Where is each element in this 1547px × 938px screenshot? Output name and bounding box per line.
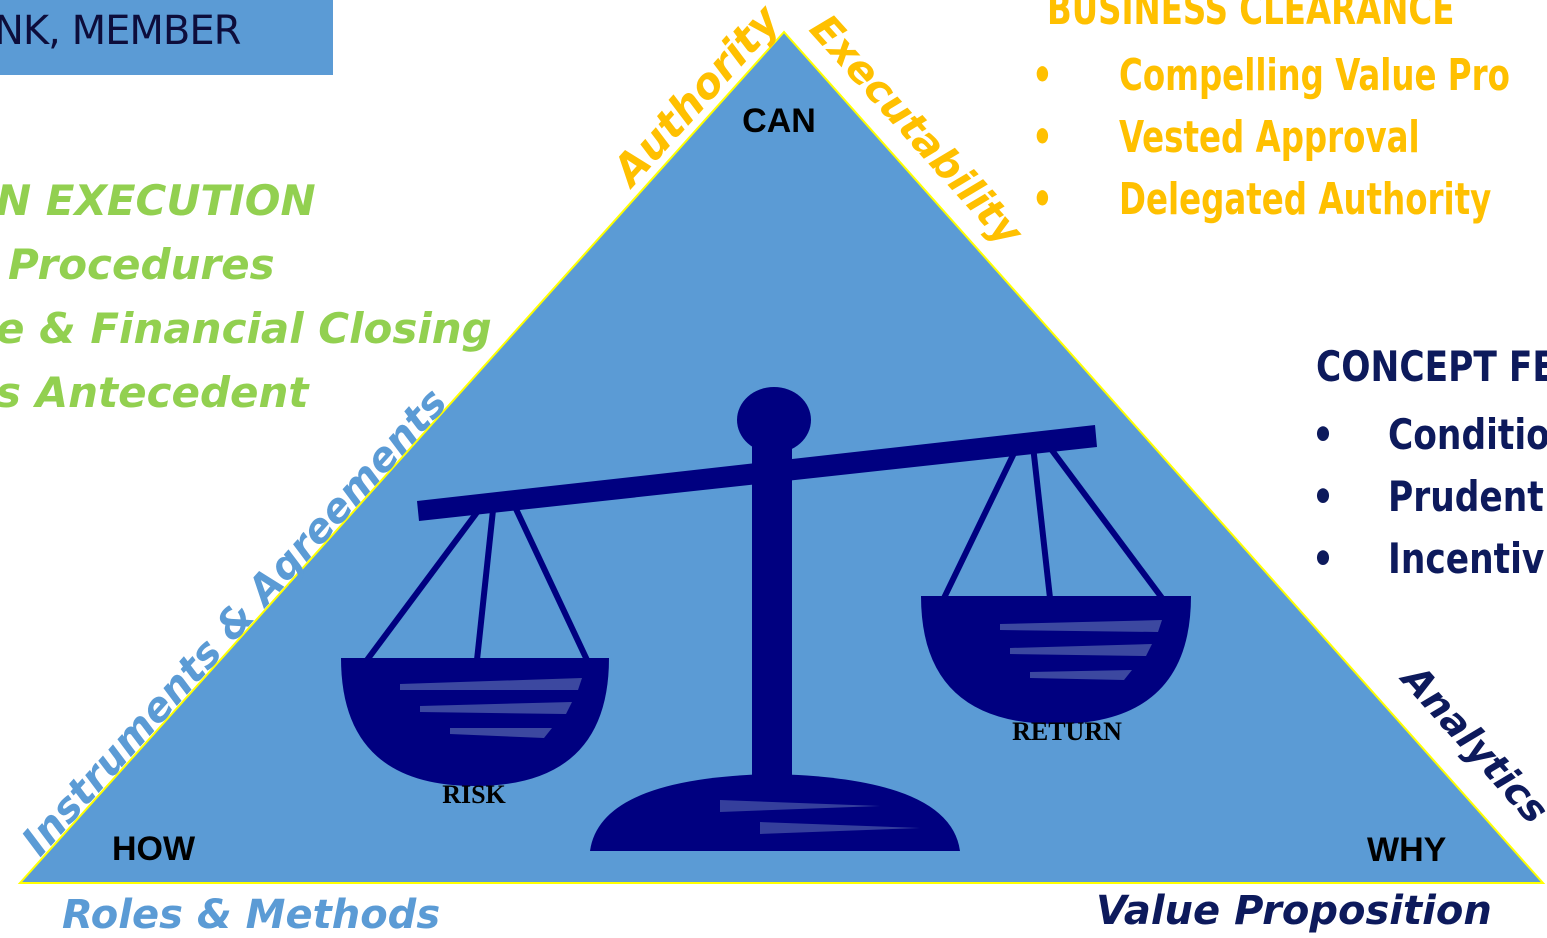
- left-pan-highlight: [400, 678, 582, 690]
- scale-base-highlight: [720, 800, 880, 812]
- left-pan-highlight: [420, 702, 572, 714]
- bottom-label-roles: Roles & Methods: [62, 892, 440, 938]
- bullet-icon: •: [1312, 534, 1335, 583]
- scale-base: [590, 774, 960, 851]
- execution-item: e & Financial Closing: [0, 304, 492, 353]
- business-clearance-item: Compelling Value Pro: [1119, 50, 1510, 101]
- right-pan-highlight: [1010, 644, 1152, 656]
- execution-title: N EXECUTION: [0, 176, 316, 225]
- concept-item: Incentiv: [1388, 534, 1545, 583]
- execution-item: s Antecedent: [0, 368, 309, 417]
- pan-label-risk: RISK: [442, 780, 506, 809]
- bullet-icon: •: [1312, 472, 1335, 521]
- business-clearance-item: Delegated Authority: [1119, 174, 1492, 225]
- business-clearance-title: BUSINESS CLEARANCE: [1047, 0, 1455, 35]
- header-box: [0, 0, 333, 75]
- pan-label-return: RETURN: [1012, 717, 1122, 746]
- concept-item: Prudent: [1388, 472, 1544, 521]
- bottom-label-value: Value Proposition: [1096, 888, 1492, 934]
- bullet-icon: •: [1312, 410, 1335, 459]
- concept-item: Conditio: [1388, 410, 1547, 459]
- header-text: NK, MEMBER: [0, 8, 241, 54]
- bullet-icon: •: [1032, 112, 1053, 163]
- left-pan-strings: [364, 507, 590, 662]
- concept-title: CONCEPT FE: [1316, 342, 1547, 391]
- corner-label-why: WHY: [1367, 831, 1447, 869]
- scale-base-highlight: [760, 822, 920, 834]
- right-pan-strings: [941, 443, 1165, 600]
- scale-beam: [417, 425, 1097, 521]
- execution-item: Procedures: [8, 240, 275, 289]
- corner-label-can: CAN: [742, 102, 816, 140]
- bullet-icon: •: [1032, 50, 1053, 101]
- left-pan-highlight: [450, 728, 552, 738]
- business-clearance-item: Vested Approval: [1119, 112, 1420, 163]
- right-pan-highlight: [1030, 670, 1132, 680]
- scale-post: [752, 446, 792, 786]
- corner-label-how: HOW: [112, 830, 196, 868]
- right-pan-highlight: [1000, 620, 1162, 632]
- scale-knob: [737, 387, 811, 453]
- bullet-icon: •: [1032, 174, 1053, 225]
